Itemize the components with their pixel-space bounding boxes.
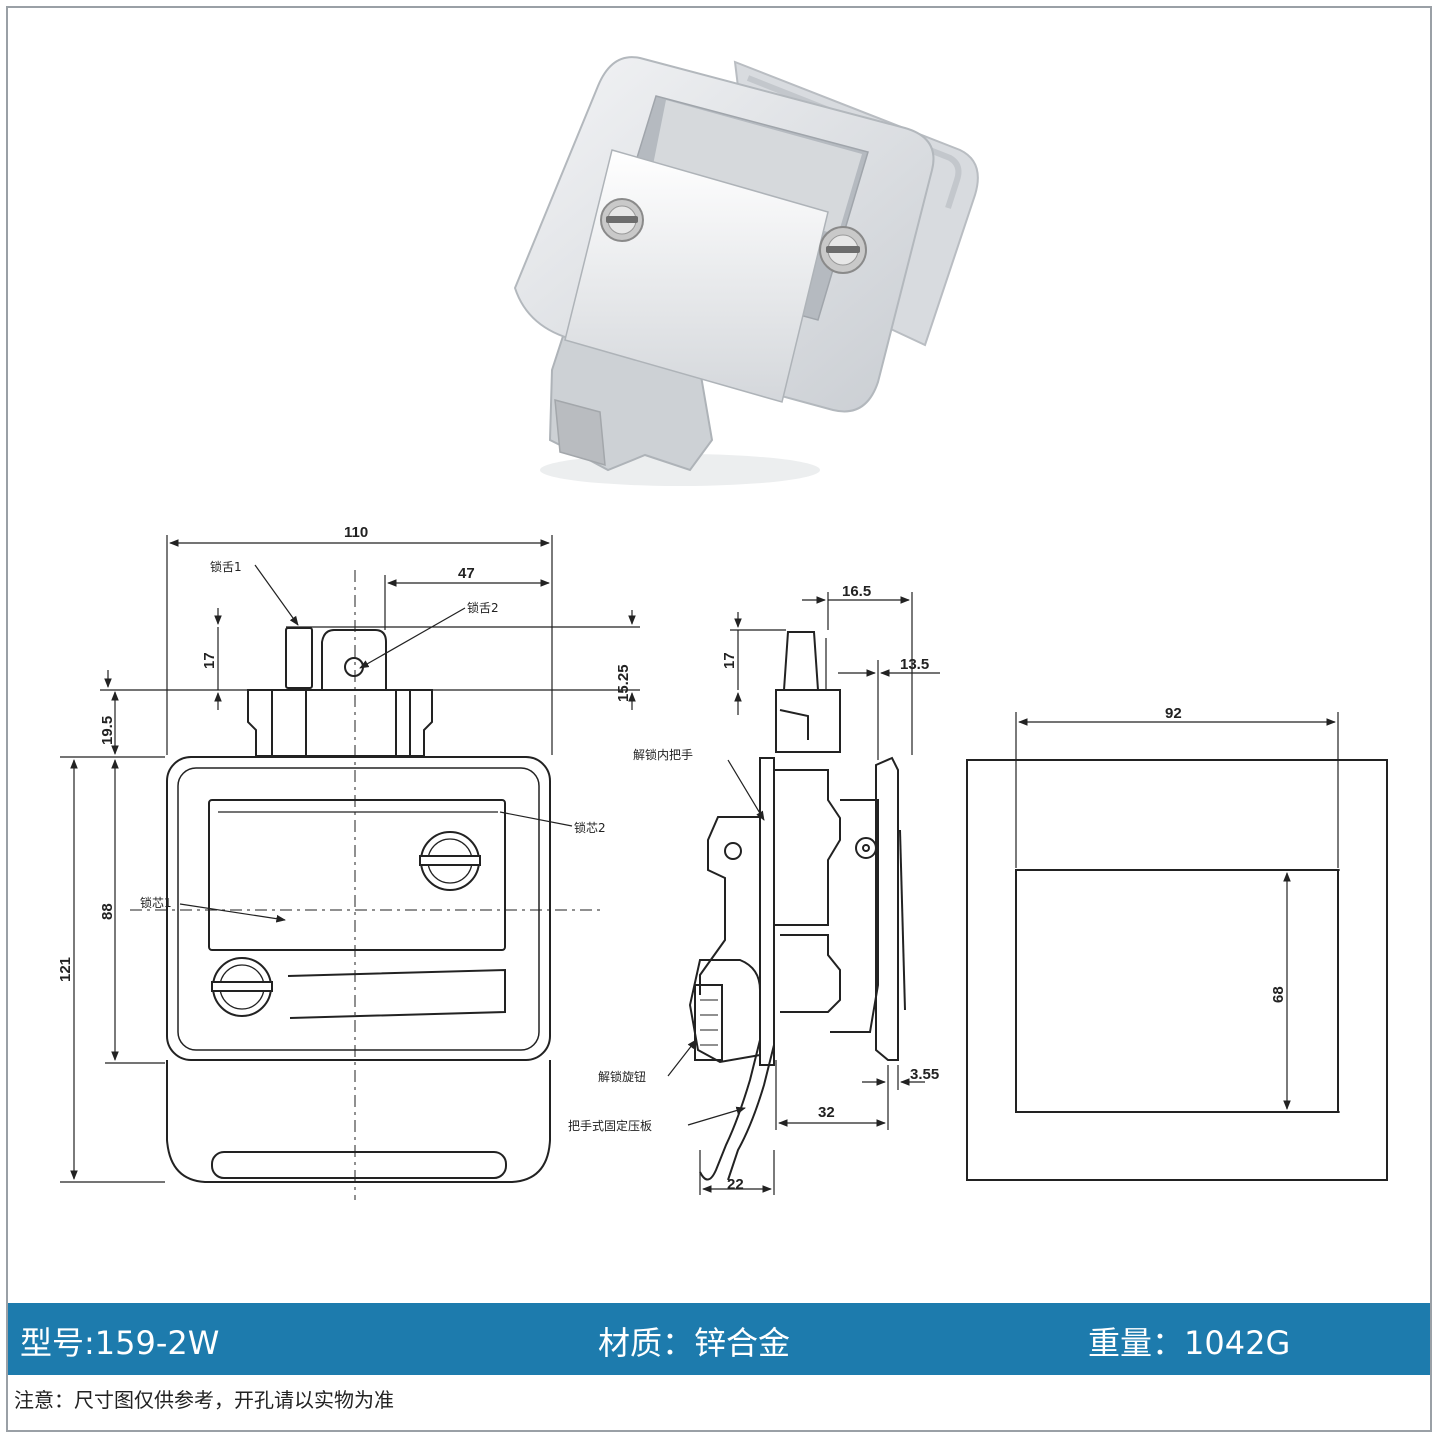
dim-front-tongue-height: 17 (201, 652, 218, 669)
cutout-dimension-lines (1015, 712, 1340, 1113)
label-core2: 锁芯2 (574, 820, 606, 835)
dim-front-offset-right: 15.25 (615, 664, 632, 702)
spec-model: 型号:159-2W (20, 1324, 220, 1362)
dim-front-tongue2-offset: 47 (458, 565, 475, 582)
dim-side-depth: 32 (818, 1104, 835, 1121)
spec-bar: 型号:159-2W 材质：锌合金 重量：1042G (8, 1303, 1430, 1375)
disclaimer-note: 注意：尺寸图仅供参考，开孔请以实物为准 (14, 1388, 394, 1412)
technical-drawing: 110 47 17 15.25 19.5 88 121 16.5 17 13.5… (57, 56, 1388, 1200)
label-tongue2: 锁舌2 (467, 600, 499, 615)
dim-side-top: 16.5 (842, 583, 871, 600)
label-inner-handle: 解锁内把手 (633, 747, 693, 762)
label-unlock-knob: 解锁旋钮 (598, 1069, 646, 1084)
dim-side-handle: 22 (727, 1176, 744, 1193)
label-core1: 锁芯1 (140, 895, 172, 910)
dim-cutout-height: 68 (1270, 986, 1287, 1003)
dim-side-offset: 13.5 (900, 656, 929, 673)
dim-side-plate: 3.55 (910, 1066, 939, 1083)
product-photo (513, 56, 979, 486)
spec-weight: 重量：1042G (1088, 1324, 1291, 1362)
label-fixing-plate: 把手式固定压板 (568, 1118, 652, 1133)
outer-frame (6, 6, 1432, 1432)
label-tongue1: 锁舌1 (210, 559, 242, 574)
spec-material: 材质：锌合金 (598, 1324, 791, 1362)
front-view (130, 570, 600, 1200)
side-dimension-lines (667, 592, 940, 1195)
side-view (688, 631, 906, 1181)
front-dimension-lines (60, 535, 640, 1183)
dim-cutout-width: 92 (1165, 705, 1182, 722)
cutout-view (966, 759, 1388, 1181)
dim-front-width: 110 (344, 524, 368, 541)
dim-side-tongue-height: 17 (721, 652, 738, 669)
dim-front-offset-left: 19.5 (99, 716, 116, 745)
dim-front-total-height: 121 (57, 957, 74, 982)
dim-front-inner-height: 88 (99, 903, 116, 920)
